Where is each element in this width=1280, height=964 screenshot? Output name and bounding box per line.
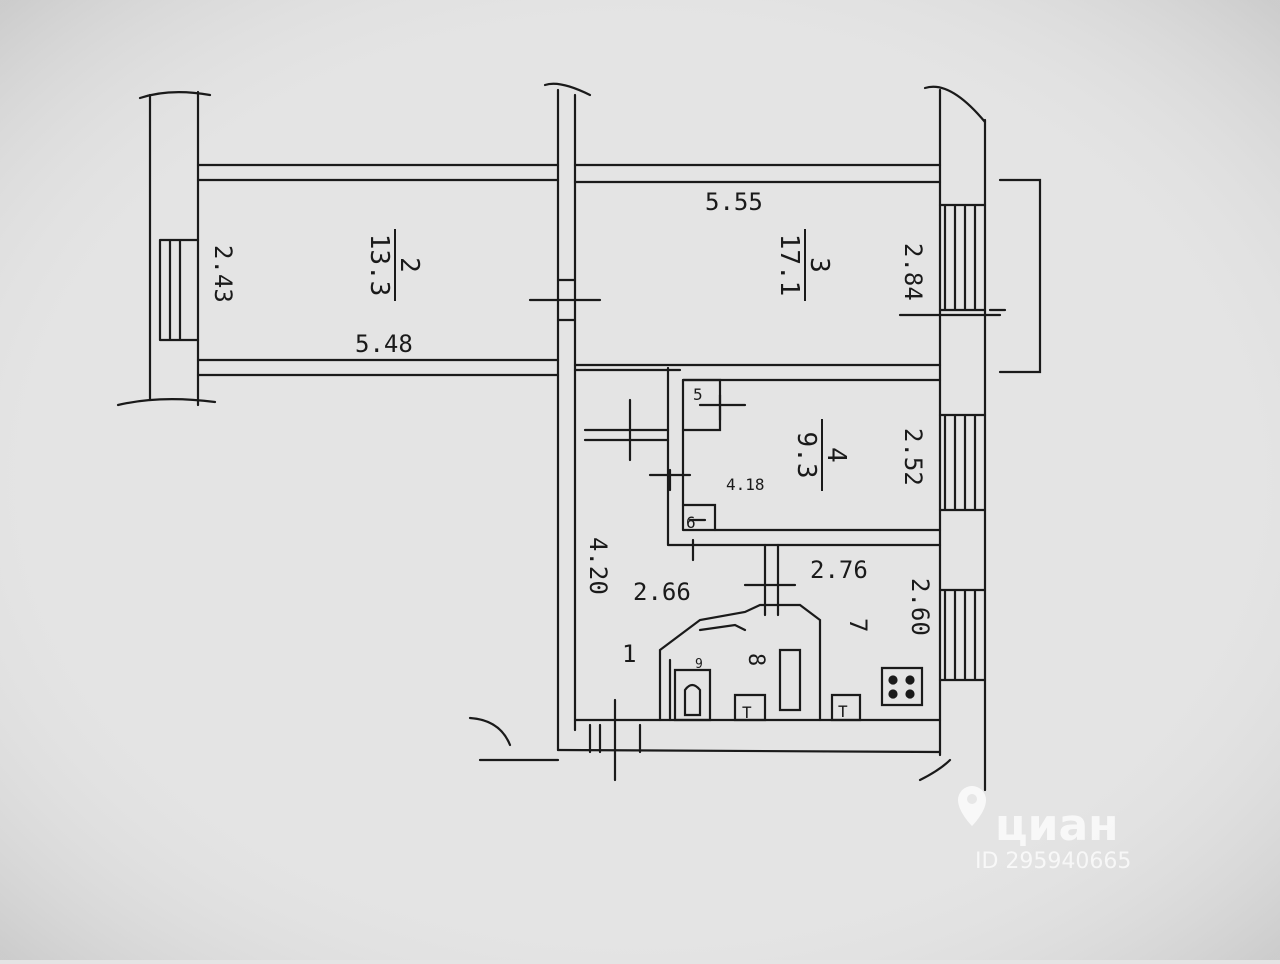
kitchen-divider [743,543,797,617]
left-outer-wall [148,90,200,407]
central-wall [556,88,577,752]
bathroom-walls [658,603,822,722]
dim-room3-width: 2.84 [899,243,927,301]
closet6-tick [688,518,707,562]
room7-number: 7 [844,618,872,632]
room2-top-wall [196,163,560,182]
left-window [158,238,200,342]
right-window-1 [938,203,987,312]
room3-label: 3 17.1 [774,229,834,301]
dim-hall-width: 2.66 [633,578,691,606]
door-hall-room4 [583,398,692,492]
sink [778,648,802,712]
watermark-id: ID 295940665 [975,849,1131,874]
dim-hall-length: 4.20 [584,537,612,595]
entrance-break [468,716,560,762]
riser-left-label: T [742,703,752,722]
door-room2-room3 [528,278,602,322]
room4-number: 4 [821,447,851,463]
right-wall-break [923,85,987,124]
watermark-brand: циан [995,800,1119,851]
closet5-number: 5 [693,385,703,404]
room2-area: 13.3 [364,234,394,297]
left-wall-break-marks [116,91,217,407]
dim-room2-length: 5.48 [355,330,413,358]
room1-number: 1 [622,640,636,668]
dim-kitchen-length: 2.76 [810,556,868,584]
room2-label: 2 13.3 [364,229,424,301]
room4-walls [666,366,942,547]
closet5-tick [698,393,747,422]
closet6 [681,503,717,532]
stove [880,666,924,707]
dim-room4-width: 2.52 [899,428,927,486]
right-outer-wall [938,88,987,792]
bottom-wall [556,718,942,754]
watermark: циан ID 295940665 [958,786,1131,874]
room3-number: 3 [804,257,834,273]
room2-number: 2 [394,257,424,273]
room4-area: 9.3 [791,432,821,479]
right-window-3 [938,588,987,682]
room8-number: 8 [743,653,768,666]
closet6-number: 6 [686,513,696,532]
entrance-door [588,698,642,782]
room-labels: 2 13.3 3 17.1 4 9.3 1 7 8 9 5 6 [364,229,872,672]
dim-room2-width: 2.43 [209,245,237,303]
dim-room3-length: 5.55 [705,188,763,216]
walls [116,82,1042,792]
bottom-right-break [918,758,952,782]
right-window-2 [938,413,987,512]
dim-kitchen-width: 2.60 [906,578,934,636]
room4-label: 4 9.3 [791,419,851,491]
location-pin-icon [958,786,986,826]
room3-area: 17.1 [774,234,804,297]
dimension-labels: 2.43 5.48 5.55 2.84 2.52 4.18 4.20 2.66 … [209,188,934,636]
riser-right-label: T [838,702,848,721]
room3-top-wall [573,163,942,184]
central-wall-break [543,82,592,97]
balcony-bracket [988,178,1042,374]
room2-bottom-wall [196,358,560,377]
dim-room4-length: 4.18 [726,475,765,494]
room9-number: 9 [695,657,703,672]
room3-bottom-wall [573,363,942,372]
